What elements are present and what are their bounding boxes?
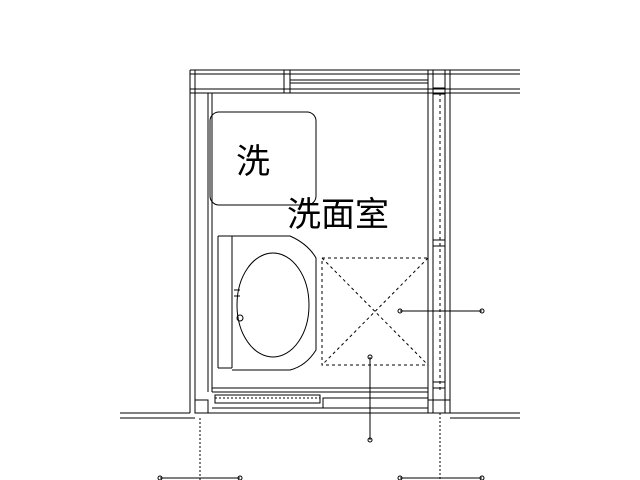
washing-machine <box>209 111 317 206</box>
floor-drain <box>321 257 429 366</box>
room-name-label: 洗面室 <box>287 195 389 235</box>
exterior-lines <box>120 73 520 480</box>
outlet-symbols <box>157 308 485 480</box>
right-wall <box>427 70 451 413</box>
vanity-sink <box>217 235 317 371</box>
left-wall <box>189 70 213 413</box>
top-wall <box>190 69 520 94</box>
bottom-wall <box>194 387 520 414</box>
washer-label: 洗 <box>236 142 270 182</box>
